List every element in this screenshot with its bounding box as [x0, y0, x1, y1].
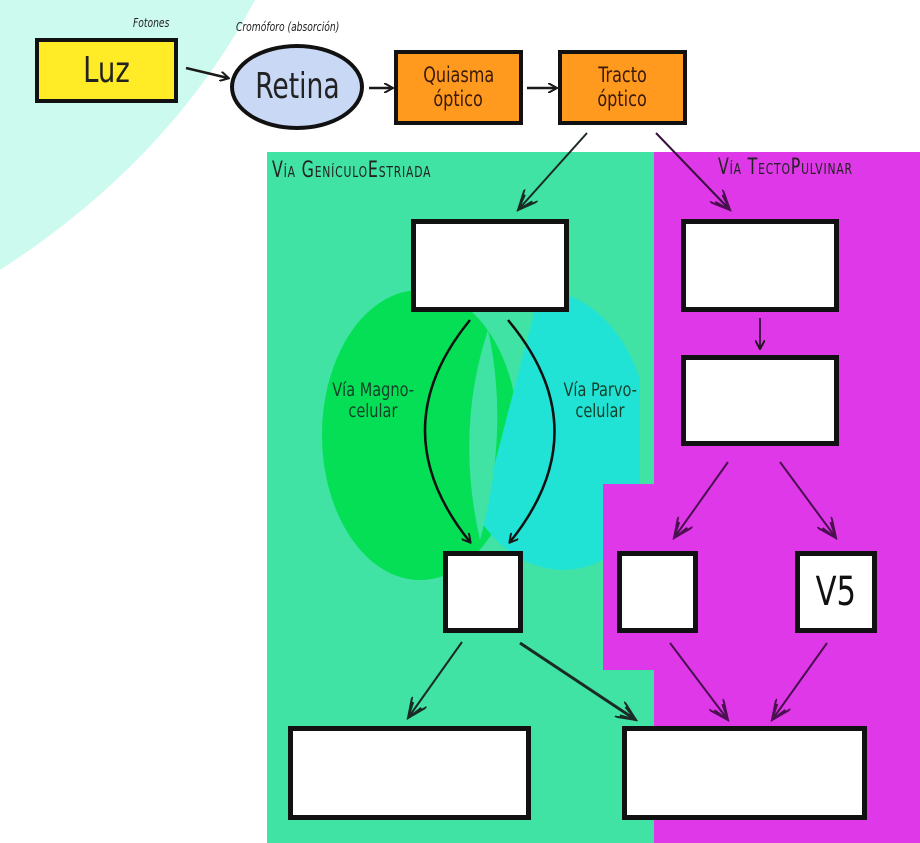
arrow-v1-dorsal: [519, 641, 636, 720]
arrow-v1-ventral: [408, 641, 463, 718]
chromophore-label: Cromóforo (absorción): [236, 20, 340, 34]
tectopulvinar-region: [603, 152, 920, 843]
retina-node: Retina: [230, 44, 364, 130]
arrow-magnocellular: [423, 319, 470, 542]
parvocellular-label: Vía Parvo- celular: [546, 380, 654, 422]
blank-box-colliculus[interactable]: [681, 219, 839, 312]
blank-box-dorsal-stream[interactable]: [622, 726, 867, 820]
arrow-pulvinar-left: [674, 461, 729, 538]
arrow-v5-dorsal: [772, 642, 828, 720]
blank-box-tectopulvinar-target[interactable]: [617, 551, 698, 633]
v5-box: V5: [795, 551, 877, 633]
overlap-region: [469, 330, 498, 540]
arrow-light-retina: [185, 66, 228, 78]
magnocellular-label: Vía Magno- celular: [318, 380, 428, 422]
optic-chiasm-line1: Quiasma: [423, 63, 494, 88]
geniculostriate-title: Vía GenículoEstriada: [272, 158, 432, 183]
optic-tract-box: Tracto óptico: [558, 50, 687, 125]
tectopulvinar-title: Vía TectoPulvinar: [718, 155, 853, 180]
parvocellular-ellipse: [480, 290, 640, 570]
blank-box-ventral-stream[interactable]: [288, 726, 531, 820]
v5-label: V5: [815, 569, 857, 615]
optic-chiasm-box: Quiasma óptico: [394, 50, 523, 125]
arrow-tract-lgn: [518, 132, 588, 210]
arrow-parvocellular: [507, 319, 556, 542]
optic-tract-line1: Tracto: [598, 63, 647, 88]
arrow-tract-colliculus: [655, 132, 730, 210]
blank-box-pulvinar[interactable]: [681, 355, 839, 446]
light-label: Luz: [83, 49, 130, 91]
blank-box-lgn[interactable]: [411, 219, 569, 312]
arrow-pulvinar-v5: [779, 461, 836, 538]
blank-box-v1[interactable]: [443, 551, 523, 633]
parvocellular-label-line1: Vía Parvo-: [563, 379, 637, 401]
optic-tract-line2: óptico: [597, 86, 648, 111]
magnocellular-label-line2: celular: [348, 399, 398, 422]
magnocellular-ellipse: [322, 290, 518, 580]
light-box: Luz: [35, 38, 178, 103]
magnocellular-label-line1: Vía Magno-: [332, 379, 414, 401]
retina-label: Retina: [254, 66, 340, 108]
arrow-target-dorsal: [669, 642, 728, 720]
optic-chiasm-line2: óptico: [433, 86, 484, 111]
parvocellular-label-line2: celular: [575, 399, 625, 422]
photons-label: Fotones: [133, 16, 170, 30]
